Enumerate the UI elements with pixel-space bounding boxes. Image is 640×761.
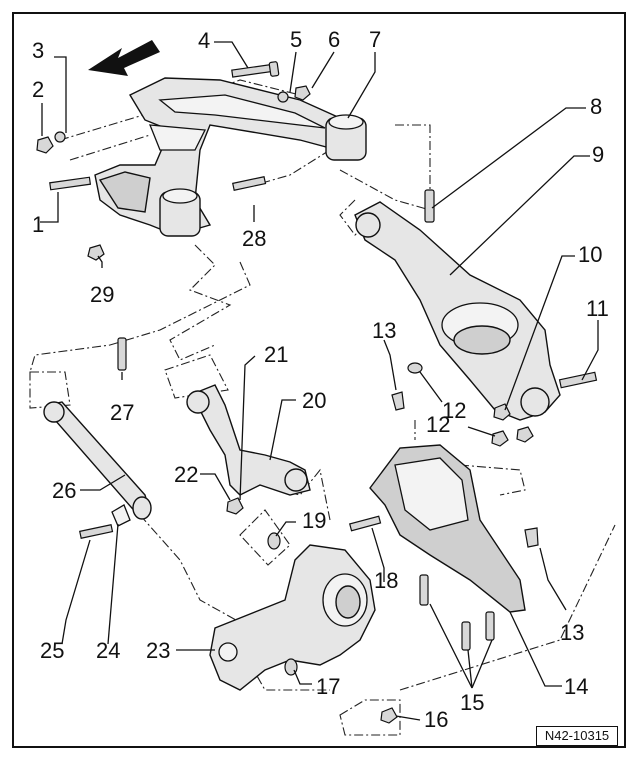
label-15: 15 <box>460 690 484 715</box>
label-16: 16 <box>424 707 448 732</box>
label-21: 21 <box>264 342 288 367</box>
fasteners <box>36 61 598 724</box>
leader-lines <box>40 41 599 721</box>
label-22: 22 <box>174 462 198 487</box>
label-26: 26 <box>52 478 76 503</box>
label-25: 25 <box>40 638 64 663</box>
label-3: 3 <box>32 38 44 63</box>
label-19: 19 <box>302 508 326 533</box>
track-rod <box>43 401 152 527</box>
label-13-b: 13 <box>560 620 584 645</box>
label-23: 23 <box>146 638 170 663</box>
label-28: 28 <box>242 226 266 251</box>
lower-control-arm <box>354 201 561 421</box>
label-24: 24 <box>96 638 120 663</box>
label-18: 18 <box>374 568 398 593</box>
label-6: 6 <box>328 27 340 52</box>
label-7: 7 <box>369 27 381 52</box>
label-14: 14 <box>564 674 588 699</box>
wheel-bearing-housing <box>209 544 376 691</box>
assembly-lines <box>29 79 616 736</box>
direction-arrow-icon <box>88 40 160 76</box>
label-5: 5 <box>290 27 302 52</box>
label-27: 27 <box>110 400 134 425</box>
cover-plate <box>369 444 526 613</box>
label-29: 29 <box>90 282 114 307</box>
label-17: 17 <box>316 674 340 699</box>
reference-code: N42-10315 <box>536 726 618 746</box>
label-11: 11 <box>586 296 609 321</box>
label-8: 8 <box>590 94 602 119</box>
label-4: 4 <box>198 28 210 53</box>
label-2: 2 <box>32 77 44 102</box>
label-1: 1 <box>32 212 44 237</box>
label-13: 13 <box>372 318 396 343</box>
upper-control-arm <box>186 384 311 496</box>
rear-subframe <box>94 77 346 236</box>
label-9: 9 <box>592 142 604 167</box>
label-20: 20 <box>302 388 326 413</box>
part-labels: 2 3 1 4 5 6 7 8 9 10 11 12 12 13 13 14 1… <box>32 27 609 732</box>
label-12: 12 <box>442 398 466 423</box>
label-12-b: 12 <box>426 412 450 437</box>
label-10: 10 <box>578 242 602 267</box>
subframe-bushings <box>159 114 367 237</box>
